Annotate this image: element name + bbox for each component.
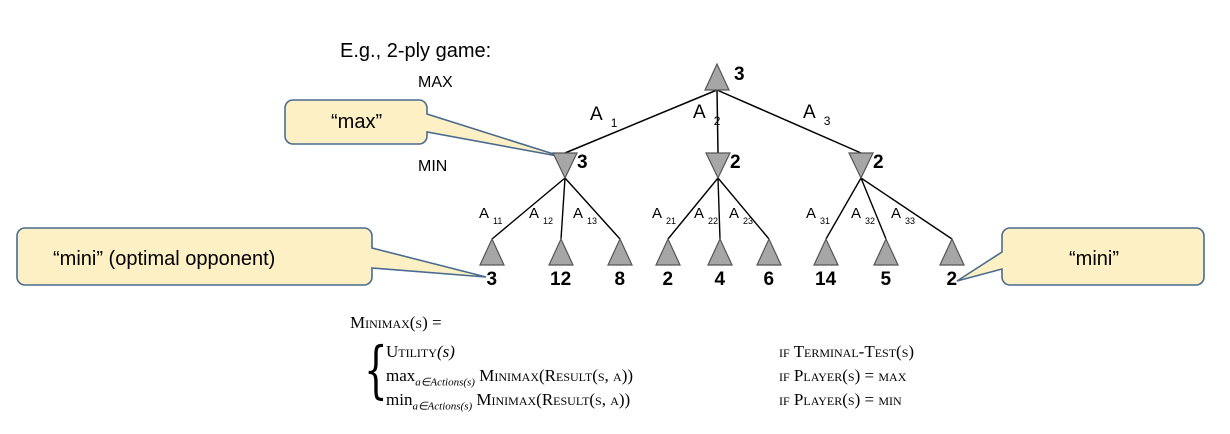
callout-mini-left-text: “mini” (optimal opponent) bbox=[53, 248, 275, 270]
leaf-node-11 bbox=[479, 237, 505, 266]
diagram-title: E.g., 2-ply game: bbox=[340, 40, 492, 62]
formula-condition-max: if Player(s) = max bbox=[779, 366, 907, 385]
callout-max-text: “max” bbox=[331, 111, 382, 133]
leaf-value-23: 6 bbox=[764, 269, 775, 290]
leaf-node-22 bbox=[707, 237, 733, 266]
formula-head: Minimax(s) = bbox=[350, 313, 442, 332]
edge-min-1-to-leaf-2 bbox=[560, 177, 566, 240]
edge-min-2-to-leaf-1 bbox=[667, 177, 719, 240]
max-node-root bbox=[704, 62, 730, 91]
formula-case-min: mina∈Actions(s) Minimax(Result(s, a)) if… bbox=[386, 390, 902, 413]
callout-mini-right-text: “mini” bbox=[1069, 248, 1119, 270]
leaf-node-23 bbox=[756, 237, 782, 266]
min-node-3-value: 2 bbox=[873, 152, 884, 173]
edge-root-to-min-1 bbox=[564, 89, 718, 154]
minimax-formula: Minimax(s) = { Utility(s) if Terminal-Te… bbox=[350, 313, 914, 412]
leaf-node-33 bbox=[939, 237, 965, 266]
leaf-value-33: 2 bbox=[947, 269, 958, 290]
formula-case-max: maxa∈Actions(s) Minimax(Result(s, a)) if… bbox=[386, 366, 907, 389]
min-node-2-value: 2 bbox=[730, 152, 741, 173]
edge-min-3-to-leaf-2 bbox=[860, 177, 887, 240]
formula-condition-terminal: if Terminal-Test(s) bbox=[779, 342, 915, 361]
edge-min-1-to-leaf-3 bbox=[564, 177, 621, 240]
leaf-value-31: 14 bbox=[815, 269, 837, 290]
edge-min-1-to-leaf-1 bbox=[491, 177, 566, 240]
leaf-node-32 bbox=[873, 237, 899, 266]
edge-min-3-to-leaf-1 bbox=[825, 177, 862, 240]
edge-min-2-to-leaf-3 bbox=[717, 177, 770, 240]
root-value: 3 bbox=[734, 64, 745, 85]
leaf-value-21: 2 bbox=[663, 269, 674, 290]
min-node-1 bbox=[552, 152, 578, 180]
edge-min-3-to-leaf-3 bbox=[860, 177, 953, 240]
formula-case-terminal: Utility(s) if Terminal-Test(s) bbox=[386, 342, 915, 361]
min-node-3 bbox=[848, 152, 874, 180]
callout-max bbox=[284, 99, 564, 158]
edge-root-to-min-2 bbox=[716, 89, 719, 154]
leaf-value-13: 8 bbox=[615, 269, 626, 290]
formula-brace: { bbox=[364, 333, 388, 406]
leaf-value-22: 4 bbox=[715, 269, 726, 290]
leaf-value-11: 3 bbox=[487, 269, 498, 290]
formula-cases: Utility(s) if Terminal-Test(s) maxa∈Acti… bbox=[386, 342, 1006, 414]
callout-mini-left bbox=[16, 227, 487, 286]
level-label-max: MAX bbox=[418, 74, 453, 91]
leaf-node-21 bbox=[655, 237, 681, 266]
min-node-1-value: 3 bbox=[577, 152, 588, 173]
level-label-min: MIN bbox=[418, 158, 448, 175]
leaf-node-12 bbox=[548, 237, 574, 266]
leaf-node-31 bbox=[813, 237, 839, 266]
callout-mini-right bbox=[956, 227, 1205, 286]
leaf-value-32: 5 bbox=[881, 269, 892, 290]
edge-root-to-min-3 bbox=[716, 89, 862, 154]
edge-min-2-to-leaf-2 bbox=[717, 177, 721, 240]
leaf-value-12: 12 bbox=[550, 269, 571, 290]
formula-condition-min: if Player(s) = min bbox=[779, 390, 902, 409]
leaf-node-13 bbox=[607, 237, 633, 266]
min-node-2 bbox=[705, 152, 731, 180]
formula-utility: Utility bbox=[386, 342, 437, 361]
